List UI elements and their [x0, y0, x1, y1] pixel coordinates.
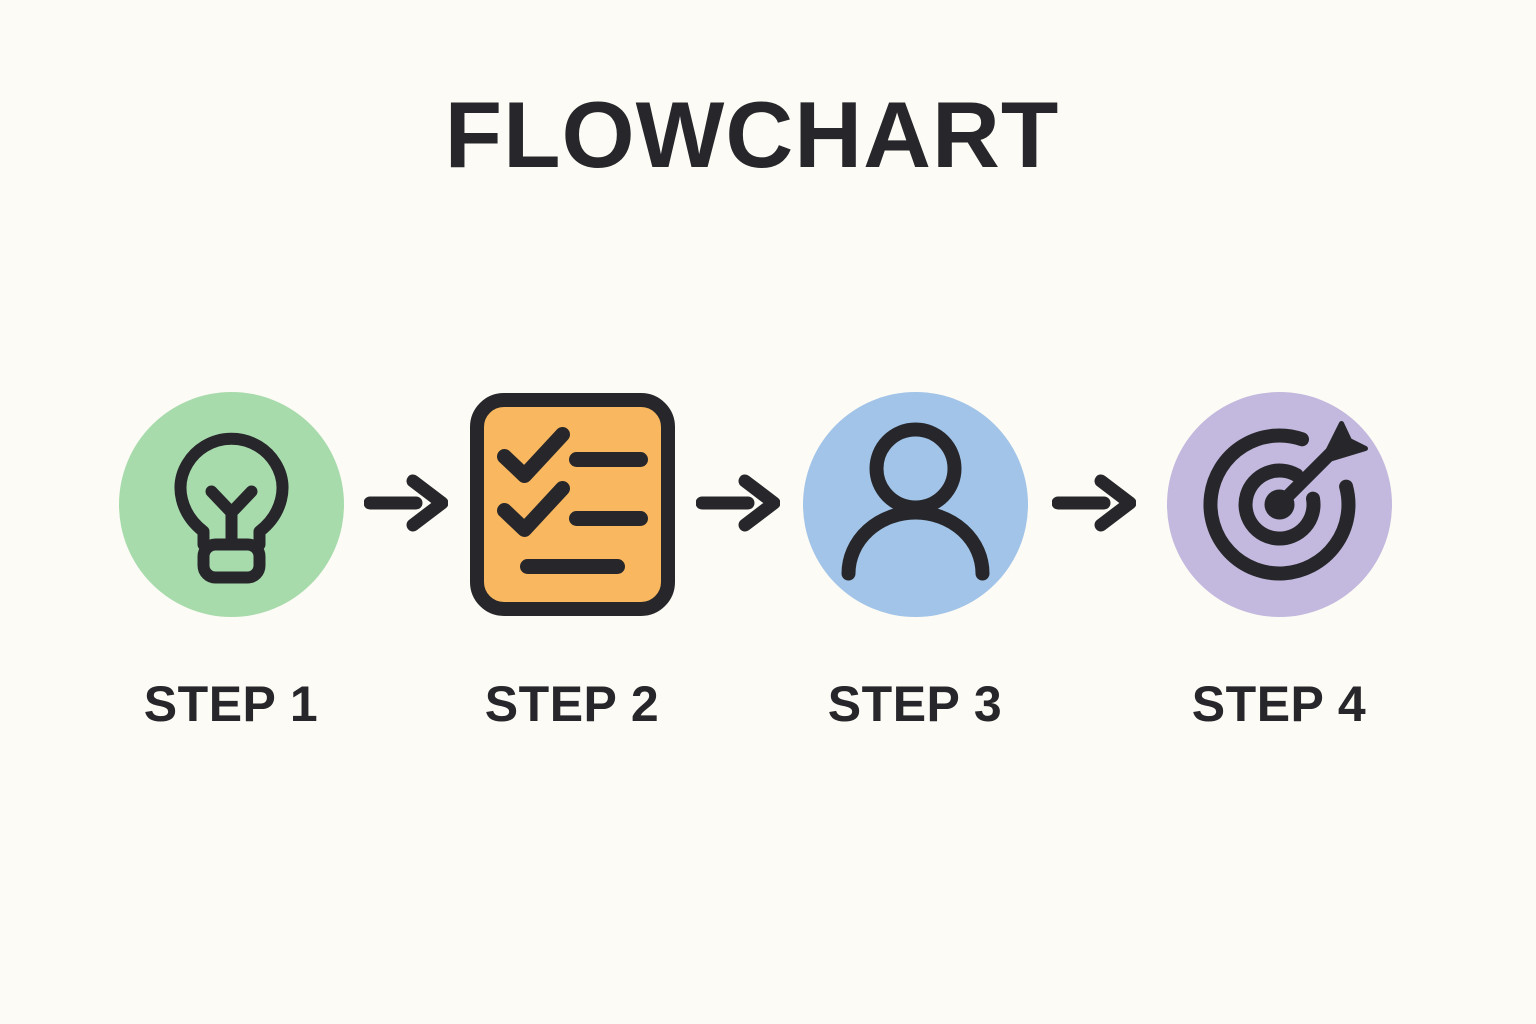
lightbulb-icon [118, 392, 344, 617]
step-2-label: STEP 2 [484, 676, 660, 732]
step-4-shape [1166, 392, 1392, 617]
arrow-right-icon [696, 474, 780, 532]
step-1-label: STEP 1 [143, 676, 319, 732]
step-1: STEP 1 [116, 392, 346, 733]
step-3: STEP 3 [800, 392, 1030, 733]
page-title: FLOWCHART [444, 82, 1060, 187]
target-icon [1166, 392, 1392, 617]
step-2: STEP 2 [457, 392, 687, 733]
step-1-shape [118, 392, 344, 617]
arrow-right-icon [364, 474, 448, 532]
step-4: STEP 4 [1164, 392, 1394, 733]
step-3-shape [802, 392, 1028, 617]
arrow-right-icon [1052, 474, 1136, 532]
step-2-shape [469, 392, 675, 617]
step-3-label: STEP 3 [827, 676, 1003, 732]
step-4-label: STEP 4 [1191, 676, 1367, 732]
user-icon [802, 392, 1028, 617]
checklist-icon [469, 393, 675, 616]
